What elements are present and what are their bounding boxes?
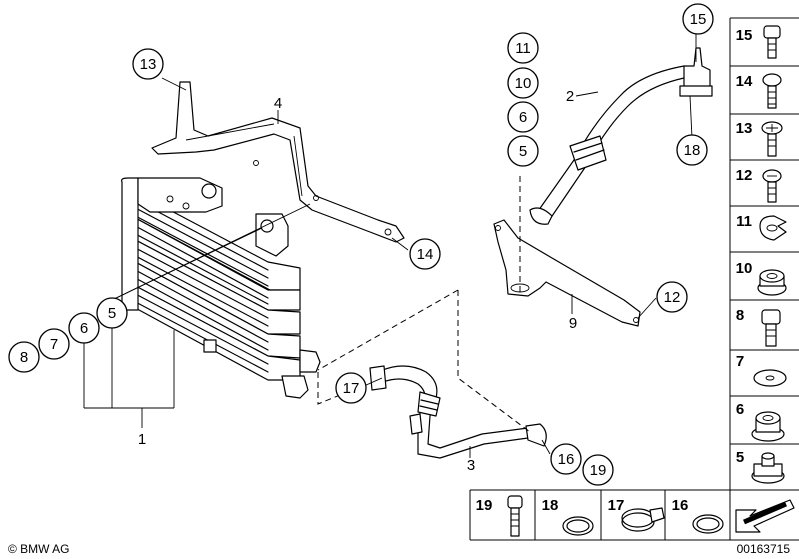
bottom-part-18-seal-ring [562, 516, 594, 536]
label-4: 4 [274, 95, 282, 112]
sidebar-part-7-washer [753, 369, 787, 387]
callout-7: 7 [38, 328, 70, 360]
svg-text:18: 18 [684, 142, 701, 159]
sidebar-part-14-bolt [762, 73, 782, 109]
sidebar-part-15-bolt [763, 25, 781, 59]
svg-text:14: 14 [417, 246, 434, 263]
pipe-2 [529, 47, 713, 225]
svg-text:12: 12 [664, 289, 681, 306]
label-9: 9 [569, 315, 577, 332]
bottom-part-19-bolt [507, 495, 523, 537]
sidebar-part-12-bolt [762, 169, 782, 203]
sidebar-num-10: 10 [736, 260, 753, 277]
label-3: 3 [467, 457, 475, 474]
svg-text:5: 5 [519, 143, 527, 160]
svg-text:6: 6 [80, 320, 88, 337]
callout-6-left: 6 [68, 312, 100, 344]
direction-arrow-icon [735, 499, 795, 533]
sidebar-part-10-grommet [757, 269, 787, 296]
sidebar-part-5-bushing [751, 452, 785, 484]
parts-sidebar: 15 14 13 12 11 10 8 7 6 5 [729, 17, 799, 491]
svg-text:7: 7 [50, 336, 58, 353]
diagram-code: 00163715 [737, 542, 791, 556]
callout-16: 16 [550, 443, 582, 475]
svg-text:13: 13 [140, 56, 157, 73]
svg-text:6: 6 [519, 109, 527, 126]
sidebar-part-11-clip [759, 215, 787, 241]
sidebar-part-6-grommet [751, 411, 785, 442]
bottom-num-16: 16 [672, 497, 689, 514]
sidebar-num-15: 15 [736, 27, 753, 44]
sidebar-part-8-screw [761, 309, 781, 347]
bottom-num-19: 19 [476, 497, 493, 514]
callout-11: 11 [507, 32, 539, 64]
svg-text:15: 15 [690, 11, 707, 28]
svg-text:10: 10 [515, 75, 532, 92]
sidebar-num-7: 7 [736, 353, 744, 370]
callout-18: 18 [676, 134, 708, 166]
bottom-part-16-seal-ring [692, 514, 724, 534]
callout-15: 15 [682, 3, 714, 35]
label-2: 2 [566, 88, 574, 105]
callout-12: 12 [656, 281, 688, 313]
label-1: 1 [138, 431, 146, 448]
callout-10: 10 [507, 67, 539, 99]
leader-lines [83, 30, 697, 458]
callout-14: 14 [409, 238, 441, 270]
bottom-part-17-hose-clamp [621, 507, 665, 532]
svg-text:17: 17 [343, 380, 360, 397]
callout-19: 19 [582, 454, 614, 486]
parts-bottom-bar: 19 18 17 16 [469, 489, 799, 541]
callout-5-left: 5 [96, 297, 128, 329]
oil-cooler [121, 177, 321, 399]
sidebar-num-5: 5 [736, 449, 744, 466]
dash-line-a [457, 290, 531, 433]
bracket-4 [151, 81, 405, 243]
sidebar-num-8: 8 [736, 307, 744, 324]
callout-8: 8 [8, 341, 40, 373]
sidebar-num-13: 13 [736, 120, 753, 137]
svg-text:8: 8 [20, 349, 28, 366]
copyright-text: © BMW AG [8, 542, 70, 556]
svg-text:19: 19 [590, 462, 607, 479]
sidebar-num-6: 6 [736, 401, 744, 418]
sidebar-part-13-bolt [761, 121, 783, 157]
svg-text:11: 11 [515, 40, 531, 57]
dash-line-c [317, 289, 459, 371]
callout-6-center: 6 [507, 101, 539, 133]
pipe-3 [369, 365, 547, 459]
callout-5-center: 5 [507, 135, 539, 167]
callout-17: 17 [335, 372, 367, 404]
bracket-9 [493, 219, 641, 327]
bottom-num-18: 18 [542, 497, 559, 514]
sidebar-num-12: 12 [736, 167, 753, 184]
svg-text:16: 16 [558, 451, 575, 468]
bottom-num-17: 17 [608, 497, 625, 514]
svg-text:5: 5 [108, 305, 116, 322]
callout-13: 13 [132, 48, 164, 80]
sidebar-num-11: 11 [736, 213, 752, 230]
sidebar-num-14: 14 [736, 73, 753, 90]
